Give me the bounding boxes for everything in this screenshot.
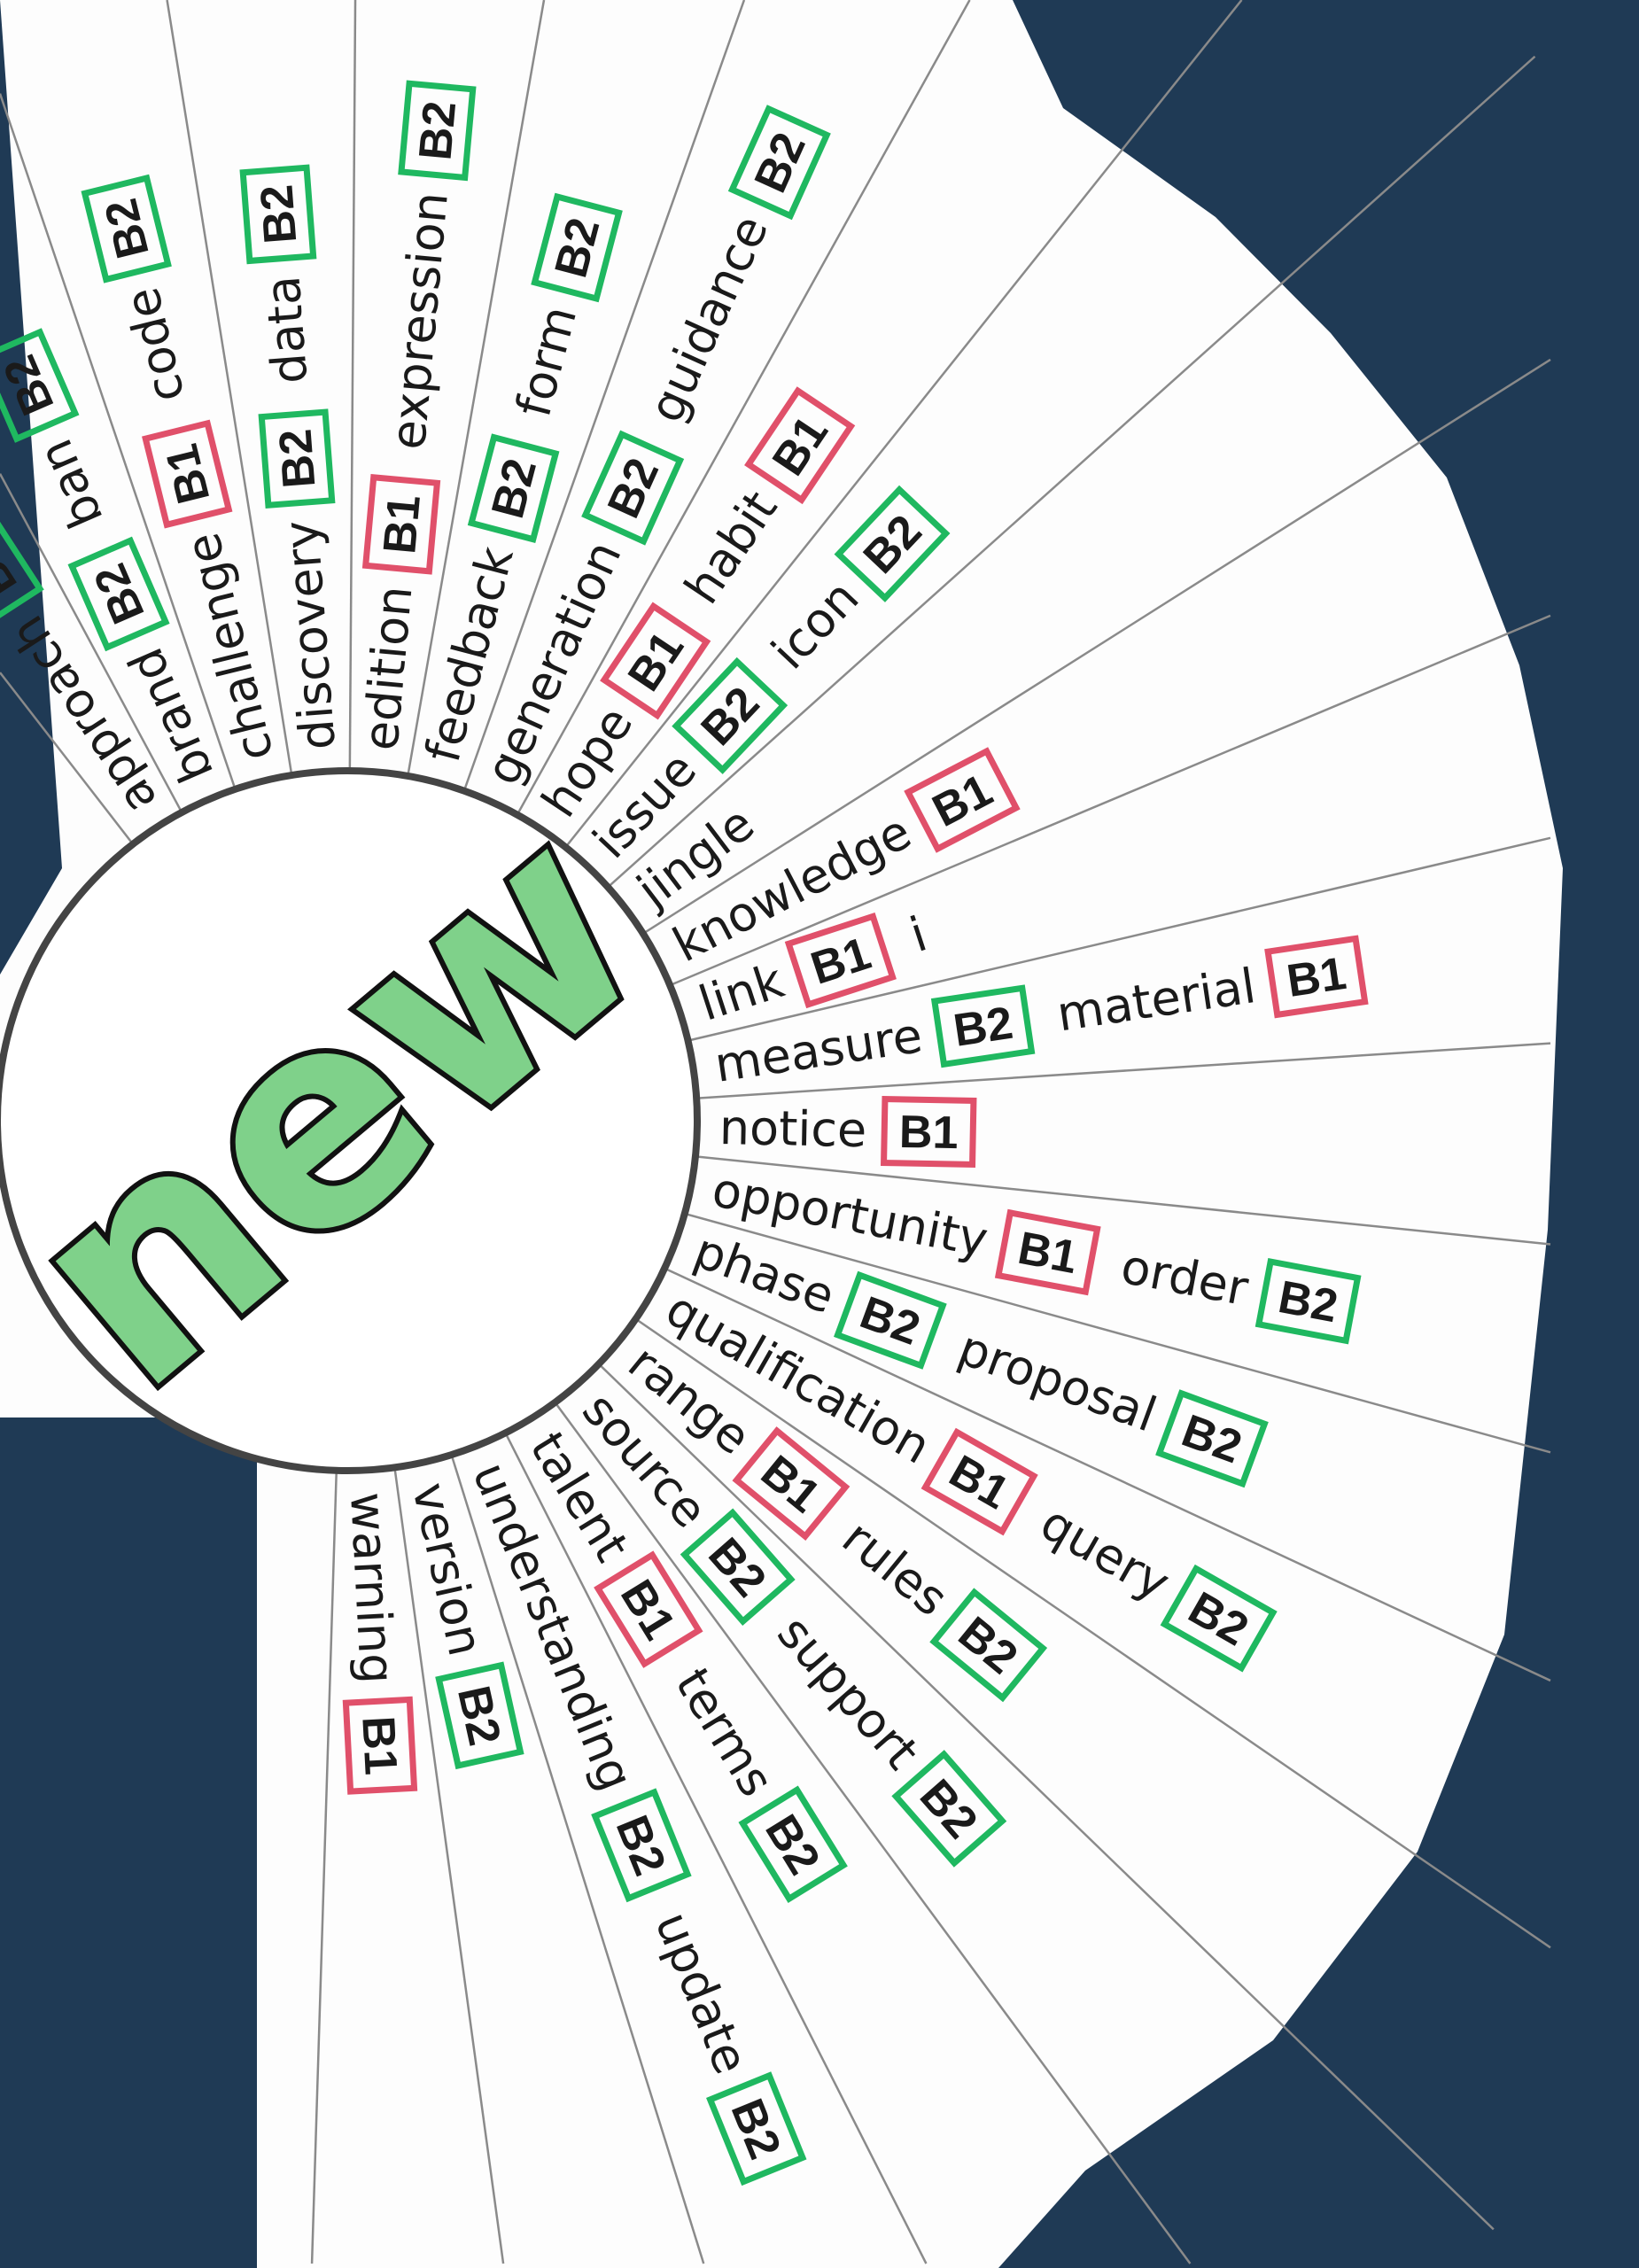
level-badge-box (142, 419, 233, 529)
level-badge-box (0, 328, 80, 443)
level-badge: B1 (898, 1107, 959, 1159)
level-badge-box (994, 1208, 1101, 1296)
level-badge-box (1254, 1257, 1362, 1345)
level-badge-box (920, 1427, 1038, 1536)
vocab-word: warning (339, 1491, 405, 1685)
level-badge-box (672, 656, 788, 774)
level-badge-box (1160, 1564, 1278, 1673)
level-badge-box (239, 164, 317, 265)
level-badge-box (435, 1661, 524, 1770)
level-badge-box (929, 1588, 1048, 1703)
level-badge: B2 (447, 1682, 510, 1750)
level-badge-box (680, 1508, 796, 1627)
vocab-word: data (254, 274, 318, 385)
level-badge: B2 (270, 427, 326, 490)
level-badge-box (732, 1426, 851, 1542)
level-badge-box (467, 433, 560, 543)
word-strip: notice B1 (719, 1095, 977, 1169)
level-badge-box (361, 473, 441, 575)
level-badge-box (834, 485, 951, 602)
level-badge-box (600, 602, 711, 720)
level-badge: B2 (1274, 1271, 1341, 1332)
level-badge-box (81, 174, 172, 284)
level-badge: B1 (352, 1715, 406, 1776)
level-badge-box (784, 912, 897, 1009)
level-badge: B2 (951, 998, 1016, 1057)
level-badge-box (591, 1788, 692, 1903)
center-circle (0, 767, 701, 1474)
level-badge-box (398, 80, 477, 182)
level-badge-box (531, 192, 623, 303)
level-badge: B1 (374, 493, 431, 555)
level-badge-box (581, 430, 685, 546)
level-badge-box (738, 1785, 848, 1903)
vocab-word: notice (719, 1099, 867, 1158)
level-badge: B2 (409, 99, 466, 162)
level-badge-box (1264, 935, 1369, 1019)
level-badge-box (930, 984, 1036, 1068)
word-list: approachB2agreementB2brandB2banB2challen… (0, 80, 1369, 2186)
level-badge-box (594, 1550, 703, 1668)
level-badge-box (1155, 1389, 1269, 1488)
level-badge-box (744, 386, 856, 505)
level-badge-box (67, 536, 170, 652)
level-badge-box (258, 408, 336, 509)
level-badge-box (891, 1750, 1007, 1868)
level-badge-box (706, 2071, 807, 2186)
level-badge: B2 (251, 183, 307, 245)
level-badge: B1 (1014, 1223, 1082, 1284)
level-badge-box (342, 1696, 418, 1795)
level-badge-box (727, 105, 831, 221)
level-badge-box (880, 1095, 977, 1169)
level-badge-box (0, 509, 44, 628)
level-badge-box (904, 747, 1021, 853)
level-badge-box (834, 1270, 947, 1370)
level-badge: B1 (1284, 948, 1349, 1007)
